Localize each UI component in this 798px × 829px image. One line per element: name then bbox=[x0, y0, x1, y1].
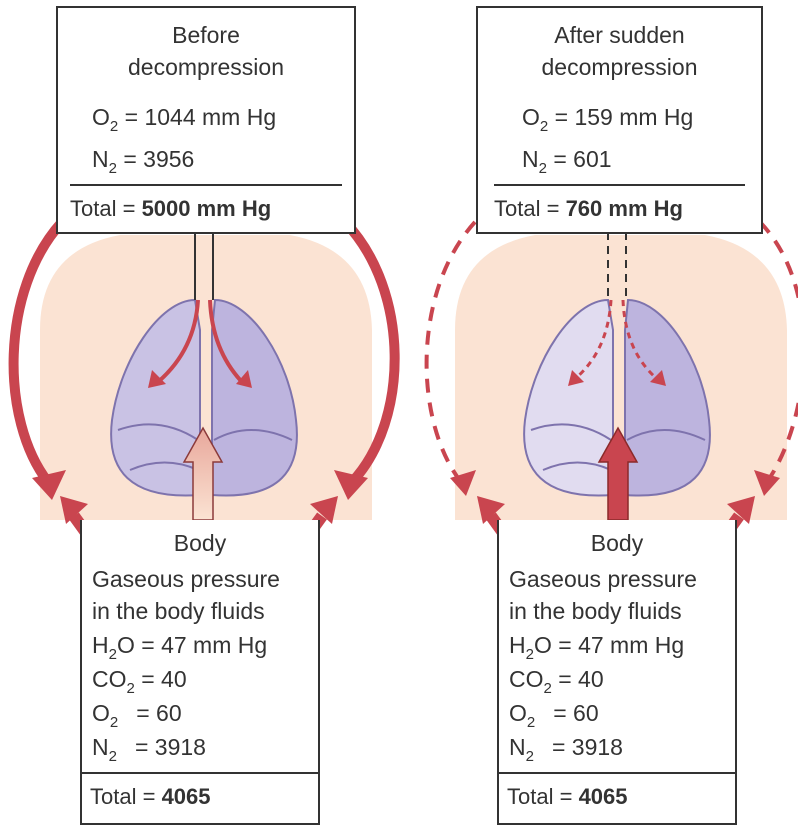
co2-row: CO2 = 40 bbox=[92, 664, 187, 694]
o2-row: O2= 60 bbox=[92, 698, 182, 728]
n2-value: = 3956 bbox=[123, 146, 194, 172]
total-row: Total = 5000 mm Hg bbox=[70, 194, 271, 224]
co2-value: = 40 bbox=[558, 666, 603, 692]
h2o-row: H2O = 47 mm Hg bbox=[92, 630, 267, 660]
h2o-value: = 47 mm Hg bbox=[141, 632, 267, 658]
total-label: Total = bbox=[70, 196, 135, 221]
n2-row: N2 = 601 bbox=[522, 144, 612, 174]
total-row: Total = 4065 bbox=[90, 782, 211, 812]
before-decompression-box: Before decompression O2 = 1044 mm Hg N2 … bbox=[56, 6, 356, 234]
n2-row: N2= 3918 bbox=[509, 732, 623, 762]
o2-value: = 1044 mm Hg bbox=[125, 104, 277, 130]
o2-row: O2 = 159 mm Hg bbox=[522, 102, 693, 132]
body-line1: Gaseous pressure bbox=[509, 564, 697, 594]
body-fluids-box-right: Body Gaseous pressure in the body fluids… bbox=[497, 520, 737, 825]
total-value: 4065 bbox=[579, 784, 628, 809]
body-line2: in the body fluids bbox=[509, 596, 682, 626]
o2-value: = 60 bbox=[136, 700, 181, 726]
o2-row: O2 = 1044 mm Hg bbox=[92, 102, 276, 132]
h2o-value: = 47 mm Hg bbox=[558, 632, 684, 658]
box-title-line1: After sudden bbox=[478, 20, 761, 50]
total-row: Total = 4065 bbox=[507, 782, 628, 812]
co2-row: CO2 = 40 bbox=[509, 664, 604, 694]
body-line2: in the body fluids bbox=[92, 596, 265, 626]
body-heading: Body bbox=[82, 528, 318, 558]
box-title-line2: decompression bbox=[58, 52, 354, 82]
divider bbox=[499, 772, 735, 774]
total-row: Total = 760 mm Hg bbox=[494, 194, 683, 224]
o2-value: = 60 bbox=[553, 700, 598, 726]
box-title-line1: Before bbox=[58, 20, 354, 50]
box-title-line2: decompression bbox=[478, 52, 761, 82]
o2-value: = 159 mm Hg bbox=[555, 104, 694, 130]
total-label: Total = bbox=[507, 784, 572, 809]
h2o-row: H2O = 47 mm Hg bbox=[509, 630, 684, 660]
divider bbox=[82, 772, 318, 774]
divider bbox=[494, 184, 745, 186]
n2-value: = 3918 bbox=[135, 734, 206, 760]
divider bbox=[70, 184, 342, 186]
total-value: 4065 bbox=[162, 784, 211, 809]
o2-row: O2= 60 bbox=[509, 698, 599, 728]
n2-value: = 3918 bbox=[552, 734, 623, 760]
after-decompression-box: After sudden decompression O2 = 159 mm H… bbox=[476, 6, 763, 234]
body-fluids-box-left: Body Gaseous pressure in the body fluids… bbox=[80, 520, 320, 825]
total-label: Total = bbox=[90, 784, 155, 809]
total-value: 760 mm Hg bbox=[566, 196, 683, 221]
total-label: Total = bbox=[494, 196, 559, 221]
n2-row: N2 = 3956 bbox=[92, 144, 194, 174]
n2-value: = 601 bbox=[553, 146, 611, 172]
body-heading: Body bbox=[499, 528, 735, 558]
total-value: 5000 mm Hg bbox=[142, 196, 272, 221]
n2-row: N2= 3918 bbox=[92, 732, 206, 762]
body-line1: Gaseous pressure bbox=[92, 564, 280, 594]
co2-value: = 40 bbox=[141, 666, 186, 692]
